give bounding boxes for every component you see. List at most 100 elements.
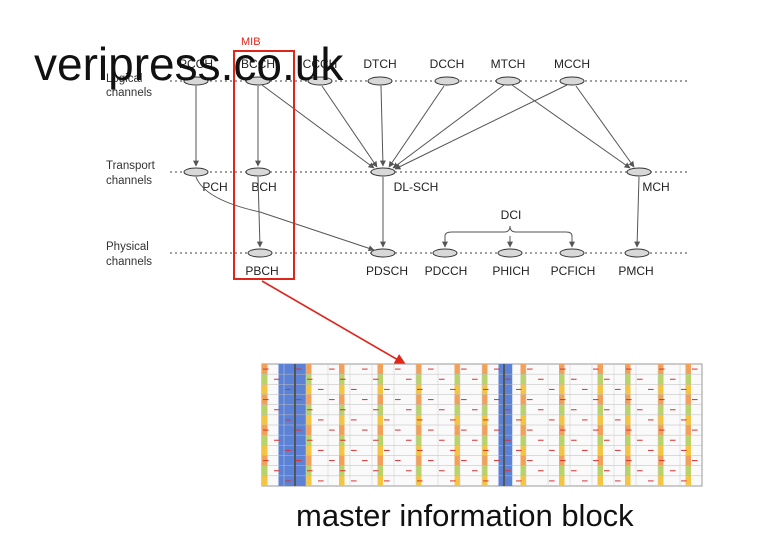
- grid-ref-cell: [377, 404, 383, 415]
- grid-ref-cell: [559, 445, 565, 456]
- grid-ref-cell: [658, 404, 664, 415]
- dci-label: DCI: [501, 208, 522, 222]
- label-pdsch: PDSCH: [366, 264, 408, 278]
- grid-ref-cell: [377, 384, 383, 395]
- grid-ref-cell: [559, 414, 565, 425]
- grid-ref-cell: [306, 425, 312, 436]
- label-dlsch: DL-SCH: [394, 180, 439, 194]
- node-dlsch: [370, 167, 396, 177]
- grid-ref-cell: [685, 455, 691, 466]
- node-ccch: [307, 76, 333, 86]
- arrow-ccch-dlsch: [321, 85, 378, 168]
- grid-ref-cell: [416, 394, 422, 405]
- grid-ref-cell: [520, 404, 526, 415]
- grid-ref-cell: [454, 465, 460, 476]
- transport-label-line1: Transport: [106, 160, 156, 172]
- grid-ref-cell: [597, 364, 603, 375]
- grid-ref-cell: [597, 414, 603, 425]
- grid-ref-cell: [658, 475, 664, 486]
- grid-ref-cell: [520, 384, 526, 395]
- node-pch: [183, 167, 209, 177]
- grid-ref-cell: [685, 414, 691, 425]
- label-dtch: DTCH: [363, 57, 396, 71]
- physical-channels-label: Physical channels: [106, 241, 152, 268]
- label-bcch: BCCH: [241, 57, 275, 71]
- grid-ref-cell: [559, 465, 565, 476]
- grid-ref-cell: [482, 364, 488, 375]
- node-phich: [497, 248, 523, 258]
- grid-ref-cell: [454, 425, 460, 436]
- grid-ref-cell: [597, 425, 603, 436]
- grid-ref-cell: [559, 404, 565, 415]
- grid-ref-cell: [454, 374, 460, 385]
- grid-ref-cell: [559, 475, 565, 486]
- arrow-bcch-dlsch: [261, 84, 375, 169]
- grid-ref-cell: [685, 445, 691, 456]
- grid-ref-cell: [454, 455, 460, 466]
- grid-ref-cell: [339, 445, 345, 456]
- grid-ref-cell: [559, 435, 565, 446]
- grid-ref-cell: [625, 465, 631, 476]
- resource-grid: [261, 363, 703, 487]
- grid-ref-cell: [454, 414, 460, 425]
- grid-ref-cell: [339, 475, 345, 486]
- grid-ref-cell: [625, 404, 631, 415]
- grid-ref-cell: [685, 475, 691, 486]
- mib-highlight-box: [233, 50, 295, 280]
- grid-ref-cell: [416, 374, 422, 385]
- grid-ref-cell: [377, 445, 383, 456]
- label-ccch: CCCH: [303, 57, 338, 71]
- label-mtch: MTCH: [491, 57, 526, 71]
- grid-ref-cell: [625, 414, 631, 425]
- logical-to-transport-arrows: [193, 84, 635, 170]
- grid-ref-cell: [306, 445, 312, 456]
- grid-ref-cell: [685, 384, 691, 395]
- arrow-dcch-dlsch: [388, 85, 445, 168]
- grid-ref-cell: [262, 374, 268, 385]
- node-pmch: [624, 248, 650, 258]
- grid-ref-cell: [482, 455, 488, 466]
- grid-ref-cell: [520, 394, 526, 405]
- physical-label-line1: Physical: [106, 241, 149, 253]
- grid-ref-cell: [520, 465, 526, 476]
- grid-ref-cell: [339, 394, 345, 405]
- grid-ref-cell: [658, 445, 664, 456]
- label-pcch: PCCH: [179, 57, 213, 71]
- label-mch: MCH: [642, 180, 669, 194]
- grid-ref-cell: [454, 404, 460, 415]
- grid-ref-cell: [685, 425, 691, 436]
- grid-ref-cell: [597, 475, 603, 486]
- grid-ref-cell: [685, 435, 691, 446]
- node-bch: [245, 167, 271, 177]
- grid-ref-cell: [339, 364, 345, 375]
- grid-ref-cell: [625, 435, 631, 446]
- arrow-dtch-dlsch: [379, 85, 386, 167]
- grid-ref-cell: [377, 374, 383, 385]
- grid-ref-cell: [520, 445, 526, 456]
- grid-ref-cell: [377, 455, 383, 466]
- grid-ref-cell: [685, 465, 691, 476]
- mib-pointer-arrow: [261, 280, 406, 365]
- grid-ref-cell: [597, 394, 603, 405]
- grid-ref-cell: [306, 455, 312, 466]
- grid-ref-cell: [597, 374, 603, 385]
- grid-ref-cell: [625, 384, 631, 395]
- node-bcch: [245, 76, 271, 86]
- node-mch: [626, 167, 652, 177]
- grid-ref-cell: [416, 425, 422, 436]
- grid-ref-cell: [520, 374, 526, 385]
- dci-brace: [442, 225, 575, 248]
- label-dcch: DCCH: [430, 57, 465, 71]
- grid-ref-cell: [685, 404, 691, 415]
- grid-ref-cell: [262, 384, 268, 395]
- grid-ref-cell: [597, 404, 603, 415]
- grid-ref-cell: [597, 435, 603, 446]
- label-mcch: MCCH: [554, 57, 590, 71]
- grid-ref-cell: [262, 445, 268, 456]
- grid-ref-cell: [520, 455, 526, 466]
- grid-ref-cell: [339, 384, 345, 395]
- grid-ref-cell: [482, 394, 488, 405]
- grid-ref-cell: [482, 425, 488, 436]
- grid-ref-cell: [658, 435, 664, 446]
